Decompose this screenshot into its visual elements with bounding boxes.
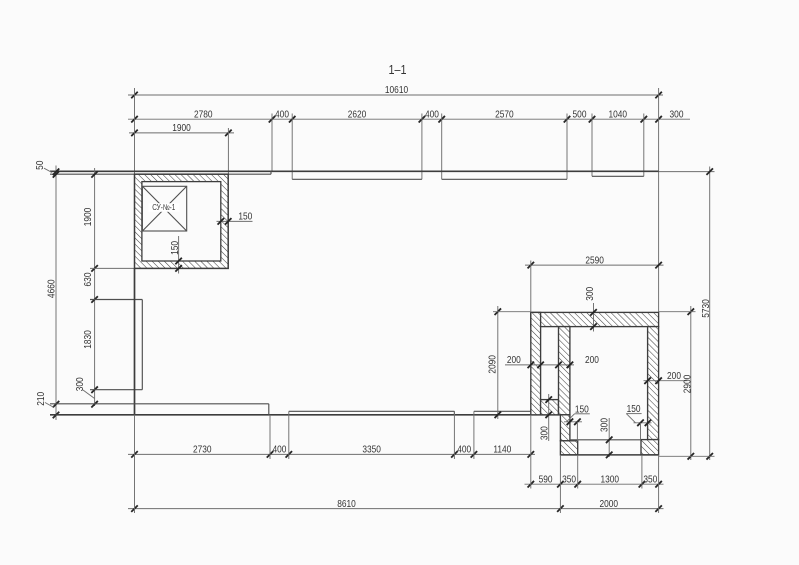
svg-text:300: 300: [599, 418, 610, 432]
svg-text:400: 400: [425, 109, 439, 120]
svg-text:2900: 2900: [682, 375, 693, 394]
svg-text:400: 400: [457, 444, 471, 455]
svg-text:150: 150: [627, 403, 641, 414]
svg-text:300: 300: [670, 109, 684, 120]
svg-text:150: 150: [575, 404, 589, 415]
svg-text:200: 200: [667, 370, 681, 381]
svg-text:350: 350: [643, 474, 657, 485]
svg-text:1830: 1830: [82, 330, 93, 349]
svg-text:400: 400: [275, 109, 289, 120]
svg-text:630: 630: [82, 273, 93, 287]
svg-text:2620: 2620: [348, 109, 367, 120]
svg-text:5730: 5730: [700, 299, 711, 318]
svg-text:2730: 2730: [193, 444, 212, 455]
svg-text:СУ-№-1: СУ-№-1: [152, 202, 175, 212]
svg-text:300: 300: [539, 426, 550, 440]
svg-text:2590: 2590: [585, 255, 604, 266]
svg-text:1–1: 1–1: [388, 62, 406, 77]
svg-text:1300: 1300: [601, 474, 620, 485]
svg-text:200: 200: [507, 354, 521, 365]
svg-text:1040: 1040: [609, 109, 628, 120]
svg-text:150: 150: [238, 211, 252, 222]
svg-text:1900: 1900: [82, 208, 93, 227]
svg-text:350: 350: [562, 474, 576, 485]
svg-text:4660: 4660: [46, 280, 57, 299]
svg-text:8610: 8610: [337, 498, 356, 509]
svg-text:50: 50: [34, 161, 45, 170]
svg-text:400: 400: [272, 444, 286, 455]
svg-text:200: 200: [585, 354, 599, 365]
svg-text:300: 300: [74, 377, 85, 391]
svg-text:2570: 2570: [495, 109, 514, 120]
svg-text:210: 210: [35, 392, 46, 406]
svg-text:10610: 10610: [385, 84, 408, 95]
svg-text:2090: 2090: [487, 355, 498, 374]
svg-text:590: 590: [539, 474, 553, 485]
svg-text:2780: 2780: [194, 109, 213, 120]
svg-text:1140: 1140: [493, 444, 511, 455]
svg-text:150: 150: [169, 241, 180, 255]
svg-text:500: 500: [573, 109, 587, 120]
svg-text:3350: 3350: [362, 444, 381, 455]
svg-text:1900: 1900: [172, 122, 191, 133]
svg-text:2000: 2000: [600, 498, 619, 509]
svg-text:300: 300: [584, 287, 595, 301]
